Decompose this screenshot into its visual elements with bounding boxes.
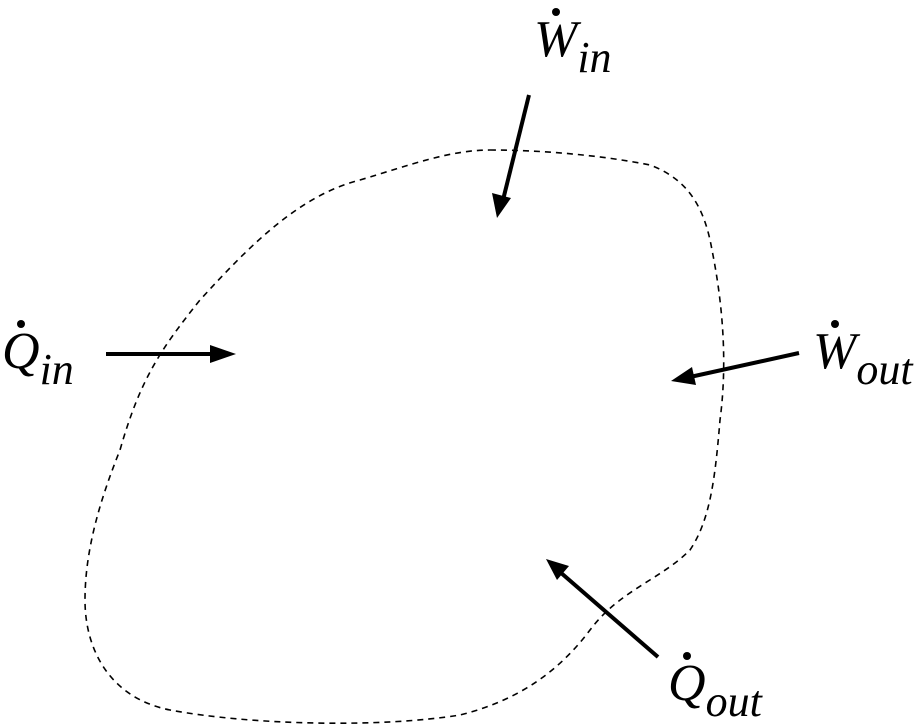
control-volume-boundary: [84, 149, 725, 725]
q-out-symbol: Q: [668, 652, 706, 710]
q-in-symbol: Q: [2, 320, 40, 378]
time-derivative-dot-icon: [551, 8, 560, 16]
q-out-arrow: [546, 559, 660, 659]
w-out-arrow: [671, 351, 800, 385]
w-out-symbol: W: [813, 320, 856, 378]
q-in-subscript: in: [39, 345, 74, 394]
w-in-arrow: [492, 94, 531, 218]
time-derivative-dot-icon: [16, 320, 25, 328]
w-out-label: Wout: [813, 320, 913, 392]
q-out-label: Qout: [668, 652, 762, 724]
q-in-arrow: [106, 345, 236, 363]
w-in-symbol: W: [534, 8, 577, 66]
time-derivative-dot-icon: [682, 652, 691, 660]
w-out-subscript: out: [856, 345, 913, 394]
q-out-subscript: out: [705, 677, 762, 726]
w-in-subscript: in: [577, 33, 612, 82]
w-in-label: Win: [534, 8, 612, 80]
q-in-label: Qin: [2, 320, 74, 392]
time-derivative-dot-icon: [830, 320, 839, 328]
